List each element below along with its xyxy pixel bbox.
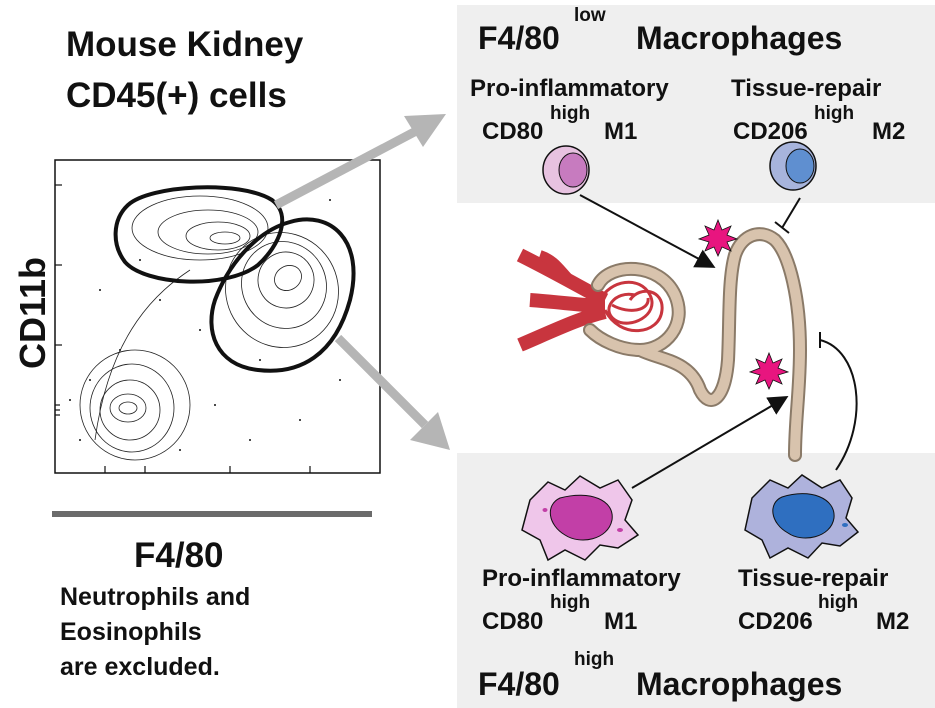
nephron-icon bbox=[516, 227, 808, 462]
gray-arrow-to-bottom-panel bbox=[334, 334, 450, 450]
note-line-2: Eosinophils bbox=[60, 618, 202, 646]
m1-high-arrow bbox=[631, 395, 789, 489]
bottom-m2-role: Tissue-repair bbox=[738, 565, 889, 592]
note-line-1: Neutrophils and bbox=[60, 583, 251, 611]
bottom-header-main: F4/80 bbox=[478, 666, 560, 702]
top-panel-f480-low bbox=[457, 5, 935, 203]
top-m1-type: M1 bbox=[604, 118, 638, 145]
bottom-m2-type: M2 bbox=[876, 608, 910, 635]
m1-low-arrow bbox=[579, 194, 716, 268]
top-header-main: F4/80 bbox=[478, 20, 560, 56]
bottom-m2-marker: CD206 bbox=[738, 608, 813, 635]
macrophage-m2-round-icon bbox=[769, 141, 817, 191]
x-axis-label: F4/80 bbox=[134, 536, 224, 575]
top-m1-marker: CD80 bbox=[482, 118, 544, 145]
m2-low-inhibition bbox=[774, 197, 801, 234]
macrophage-m1-round-icon bbox=[542, 145, 590, 195]
top-m1-marker-sup: high bbox=[550, 103, 591, 124]
bottom-m1-marker-sup: high bbox=[550, 592, 591, 613]
note-line-3: are excluded. bbox=[60, 653, 220, 681]
bottom-header-suffix: Macrophages bbox=[636, 666, 843, 702]
top-header-sup: low bbox=[574, 5, 606, 26]
top-header-suffix: Macrophages bbox=[636, 20, 843, 56]
bottom-m2-marker-sup: high bbox=[818, 592, 859, 613]
top-m1-role: Pro-inflammatory bbox=[470, 75, 669, 102]
bottom-header-sup: high bbox=[574, 649, 615, 670]
y-axis-label: CD11b bbox=[12, 256, 53, 369]
injury-star-icon bbox=[697, 218, 790, 390]
title-line-2: CD45(+) cells bbox=[66, 76, 287, 115]
top-m2-marker-sup: high bbox=[814, 103, 855, 124]
gray-arrow-to-top-panel bbox=[273, 114, 446, 209]
x-axis-bar bbox=[52, 511, 372, 517]
m2-high-inhibition bbox=[819, 332, 858, 471]
top-m2-type: M2 bbox=[872, 118, 906, 145]
macrophage-m1-tissue-icon bbox=[521, 475, 640, 562]
bottom-m1-role: Pro-inflammatory bbox=[482, 565, 681, 592]
macrophage-m2-tissue-icon bbox=[744, 474, 860, 560]
flow-plot-icon bbox=[54, 159, 381, 474]
bottom-m1-marker: CD80 bbox=[482, 608, 544, 635]
title-line-1: Mouse Kidney bbox=[66, 25, 304, 64]
bottom-m1-type: M1 bbox=[604, 608, 638, 635]
top-m2-role: Tissue-repair bbox=[731, 75, 882, 102]
top-m2-marker: CD206 bbox=[733, 118, 808, 145]
